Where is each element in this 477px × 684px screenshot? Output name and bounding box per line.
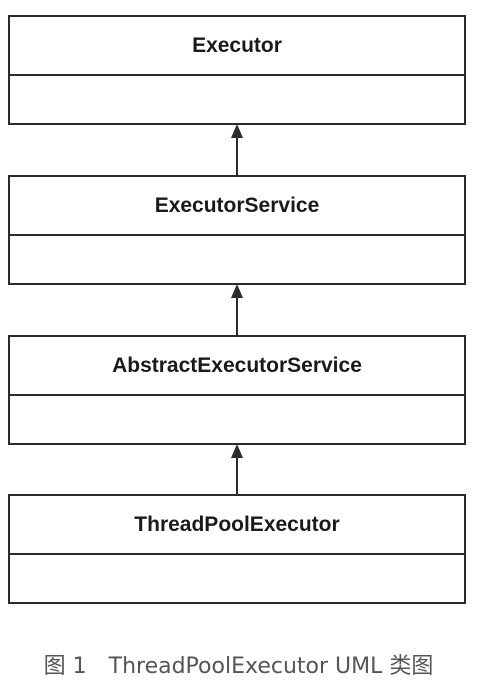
class-name-abstract-executor-service: AbstractExecutorService <box>10 337 464 396</box>
class-box-thread-pool-executor: ThreadPoolExecutor <box>8 494 466 604</box>
arrow-thread-pool-executor-to-abstract-executor-service <box>231 444 243 494</box>
class-name-thread-pool-executor: ThreadPoolExecutor <box>10 496 464 555</box>
class-box-executor: Executor <box>8 15 466 125</box>
class-name-executor-service: ExecutorService <box>10 177 464 236</box>
arrow-abstract-executor-service-to-executor-service <box>231 284 243 335</box>
arrow-executor-service-to-executor <box>231 124 243 175</box>
class-name-executor: Executor <box>10 17 464 76</box>
figure-caption: 图 1 ThreadPoolExecutor UML 类图 <box>43 654 434 679</box>
